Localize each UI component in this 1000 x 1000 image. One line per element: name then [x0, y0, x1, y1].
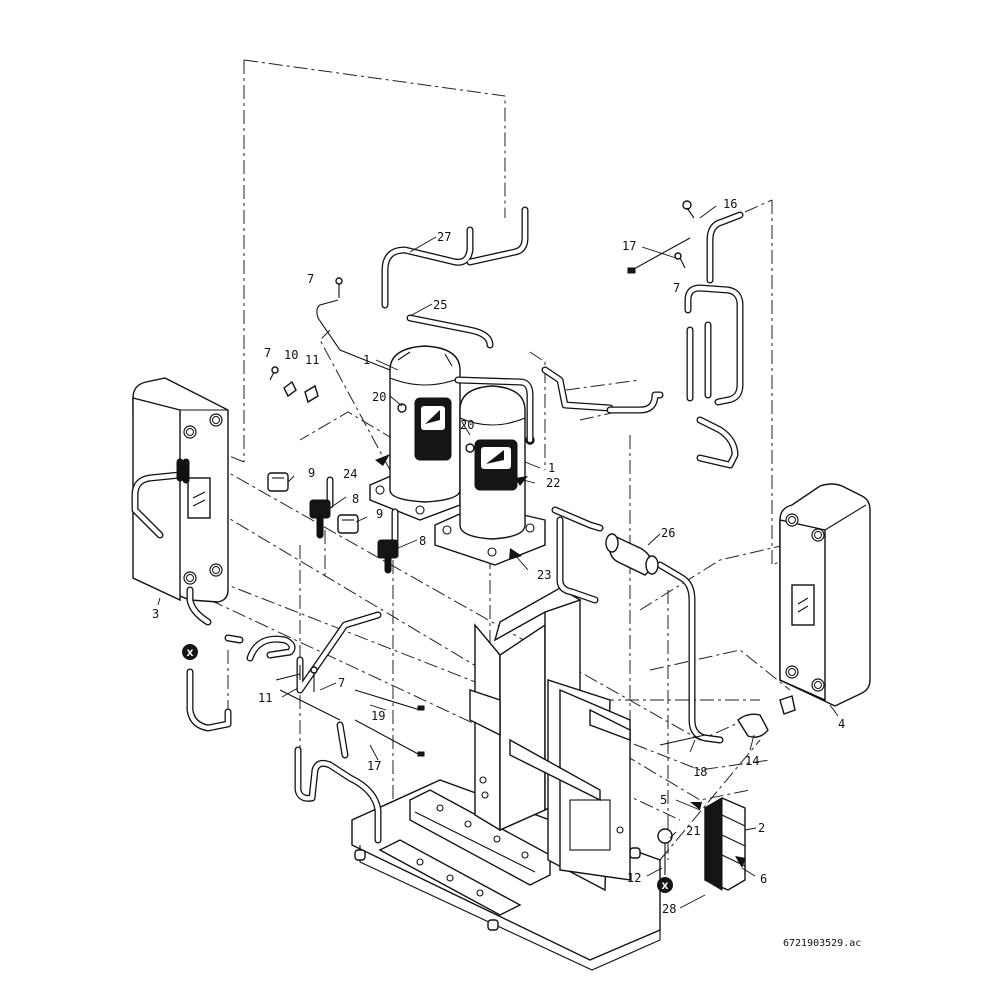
callout-16: 16: [723, 197, 737, 211]
compressor-1-front: [434, 385, 546, 566]
callout-1: 1: [363, 353, 370, 367]
callout-7: 7: [307, 272, 314, 286]
callout-24: 24: [343, 467, 357, 481]
callout-9: 9: [376, 507, 383, 521]
callout-3: 3: [152, 607, 159, 621]
callout-1: 1: [548, 461, 555, 475]
callout-10: 10: [284, 348, 298, 362]
plate-exchanger-2: [704, 797, 746, 891]
callout-9: 9: [308, 466, 315, 480]
callout-7: 7: [673, 281, 680, 295]
callout-28: 28: [662, 902, 676, 916]
callout-21: 21: [686, 824, 700, 838]
callout-8: 8: [352, 492, 359, 506]
callout-17: 17: [622, 239, 636, 253]
callout-27: 27: [437, 230, 451, 244]
filter-drier-26: [605, 533, 659, 576]
callout-20: 20: [460, 418, 474, 432]
callout-6: 6: [760, 872, 767, 886]
solenoid-valves: [267, 472, 399, 574]
callout-11: 11: [258, 691, 272, 705]
connection-marker-bottom: X: [657, 877, 673, 893]
marker-x-label: X: [187, 649, 194, 659]
base-frame: [351, 779, 661, 971]
connection-marker-top: X: [182, 644, 198, 660]
leader-arrows: [375, 454, 746, 868]
callout-20: 20: [372, 390, 386, 404]
drawing-reference-code: 6721903529.ac: [783, 938, 861, 949]
marker-x-label: X: [662, 882, 669, 892]
callouts: 1 1 2 3 4 5 6 7 7 7 7 8 8 9 9 10 11 11 1…: [152, 197, 845, 916]
callout-11: 11: [305, 353, 319, 367]
callout-17: 17: [367, 759, 381, 773]
heat-exchanger-3: [132, 377, 229, 603]
callout-2: 2: [758, 821, 765, 835]
callout-23: 23: [537, 568, 551, 582]
callout-7: 7: [338, 676, 345, 690]
callout-4: 4: [838, 717, 845, 731]
support-stand: [469, 587, 631, 892]
callout-12: 12: [627, 871, 641, 885]
callout-26: 26: [661, 526, 675, 540]
callout-25: 25: [433, 298, 447, 312]
callout-8: 8: [419, 534, 426, 548]
compressor-1-rear: [369, 345, 461, 521]
callout-14: 14: [745, 754, 759, 768]
heat-exchanger-4: [779, 483, 871, 707]
callout-22: 22: [546, 476, 560, 490]
callout-19: 19: [371, 709, 385, 723]
leader-lines: [157, 205, 839, 909]
callout-7: 7: [264, 346, 271, 360]
small-fittings: [269, 200, 796, 875]
callout-18: 18: [693, 765, 707, 779]
callout-5: 5: [660, 793, 667, 807]
